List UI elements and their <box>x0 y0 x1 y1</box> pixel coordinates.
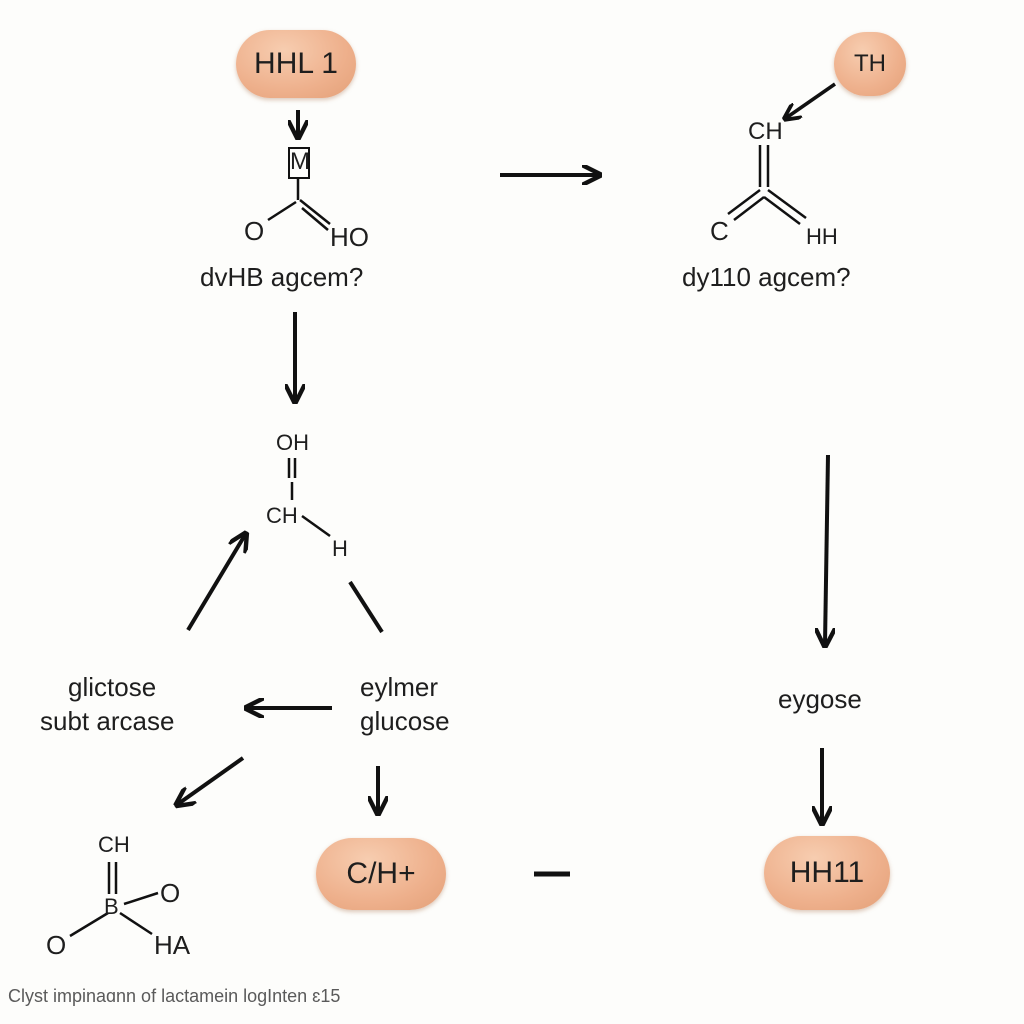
molecule-b-bond-left-2 <box>733 196 765 221</box>
molecule-a-left-atom: O <box>244 216 265 246</box>
molecule-c-bond-tail <box>348 580 384 634</box>
molecule-c-top-atom: OH <box>276 430 309 455</box>
arrow-th-to-ch <box>786 82 836 118</box>
molecule-a-right-atom: HO <box>330 222 369 252</box>
arrow-down-right <box>825 454 828 644</box>
molecule-d-bond-left <box>69 911 109 938</box>
molecule-a-bond-left <box>267 200 297 222</box>
molecule-d-top-atom: CH <box>98 832 130 857</box>
node-pill-top-left: HHL 1 <box>236 30 356 98</box>
node-pill-bottom-center: C/H+ <box>316 838 446 910</box>
molecule-d-bond-bottom <box>119 911 153 936</box>
molecule-a-bond-right <box>299 199 331 225</box>
molecule-a-bond-right-2 <box>301 207 329 231</box>
molecule-b-name: dy110 agcem? <box>682 262 851 292</box>
molecule-d-center-atom: B <box>104 894 119 919</box>
molecule-c-right-atom: H <box>332 536 348 561</box>
molecule-b-bond-right <box>767 188 807 220</box>
label-glucose: glucose <box>360 706 450 736</box>
molecule-b-right-atom: HH <box>806 224 838 249</box>
node-pill-bottom-right: HH11 <box>764 836 890 910</box>
molecule-a-name: dvHB agcem? <box>200 262 364 292</box>
arrow-down-left-diagonal <box>178 756 245 804</box>
molecule-b-bond-right-2 <box>763 196 801 225</box>
molecule-c-center-atom: CH <box>266 503 298 528</box>
molecule-b-top-atom: CH <box>748 118 783 145</box>
molecule-d-bond-right <box>123 891 159 906</box>
molecule-b-bond-left <box>727 189 761 215</box>
diagram-caption: Clyst impinaɑnn of lactamein logInten ɛ1… <box>8 986 341 1006</box>
molecule-d-left-atom: O <box>46 930 67 960</box>
molecule-b-left-atom: C <box>710 216 729 246</box>
label-glictose: glictose <box>68 672 157 702</box>
molecule-c-bond-right <box>301 514 331 538</box>
molecule-d-right-atom: O <box>160 878 181 908</box>
node-pill-top-right: TH <box>834 32 906 96</box>
arrow-up-to-molecule-c <box>186 535 245 632</box>
label-eygose: eygose <box>778 684 862 714</box>
molecule-d-bottom-atom: HA <box>154 930 191 960</box>
molecule-a-top-atom: M <box>290 148 310 175</box>
label-eylmer: eylmer <box>360 672 439 702</box>
label-subt-arcase: subt arcase <box>40 706 175 736</box>
